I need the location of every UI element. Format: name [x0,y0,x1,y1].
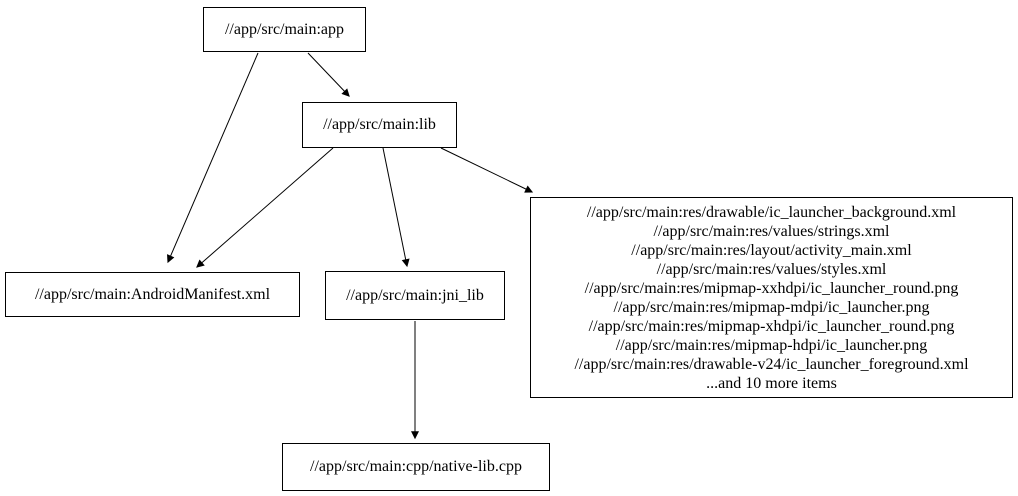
node-app: //app/src/main:app [203,7,366,52]
res-more-items-label: ...and 10 more items [706,374,837,392]
edge-lib-to-res-group [440,147,534,193]
node-lib: //app/src/main:lib [302,102,457,148]
node-android-manifest-label: //app/src/main:AndroidManifest.xml [34,285,271,303]
res-file-item: //app/src/main:res/mipmap-xxhdpi/ic_laun… [584,279,959,297]
edge-lib-to-jni-lib [382,147,410,268]
edge-app-to-lib [307,52,350,97]
node-res-file-group: //app/src/main:res/drawable/ic_launcher_… [530,197,1013,398]
res-file-item: //app/src/main:res/drawable/ic_launcher_… [586,203,957,221]
node-native-lib-cpp: //app/src/main:cpp/native-lib.cpp [282,443,550,491]
node-lib-label: //app/src/main:lib [323,116,436,133]
res-file-item: //app/src/main:res/layout/activity_main.… [631,241,912,259]
node-native-lib-cpp-label: //app/src/main:cpp/native-lib.cpp [310,458,522,475]
res-file-item: //app/src/main:res/mipmap-mdpi/ic_launch… [613,298,930,316]
node-jni-lib: //app/src/main:jni_lib [325,271,505,320]
res-file-item: //app/src/main:res/drawable-v24/ic_launc… [574,355,969,373]
node-jni-lib-label: //app/src/main:jni_lib [346,286,484,304]
node-android-manifest: //app/src/main:AndroidManifest.xml [5,272,300,317]
res-file-item: //app/src/main:res/mipmap-hdpi/ic_launch… [615,336,928,354]
edge-lib-to-manifest [196,147,334,268]
edge-app-to-manifest [167,52,259,264]
node-app-label: //app/src/main:app [224,20,345,38]
res-file-item: //app/src/main:res/values/styles.xml [656,260,887,278]
res-file-item: //app/src/main:res/mipmap-xhdpi/ic_launc… [588,317,955,335]
res-file-item: //app/src/main:res/values/strings.xml [653,222,890,240]
